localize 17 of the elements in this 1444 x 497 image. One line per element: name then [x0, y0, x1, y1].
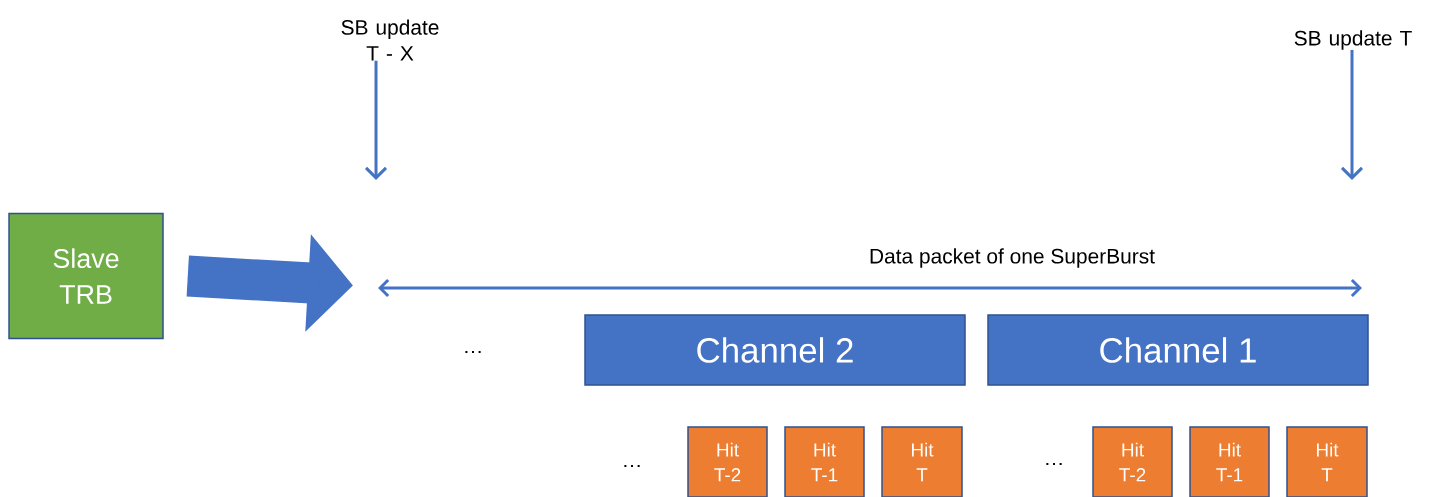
dimension-label: Data packet of one SuperBurst: [870, 248, 1155, 268]
channel-box: Channel 1: [987, 314, 1369, 386]
hit-box: Hit T-1: [1189, 426, 1270, 497]
hit-box: Hit T-2: [1092, 426, 1173, 497]
hit-box: Hit T: [1286, 426, 1368, 497]
ellipsis: …: [465, 350, 481, 354]
channel-box: Channel 2: [584, 314, 966, 386]
ellipsis: …: [624, 464, 640, 468]
source-box: Slave TRB: [8, 212, 164, 340]
arrow: [364, 60, 388, 180]
arrow: [1340, 49, 1364, 180]
ellipsis: …: [1046, 462, 1062, 466]
hit-box: Hit T: [881, 426, 963, 497]
update-label: SB update T - X: [341, 19, 439, 61]
update-label: SB update T: [1294, 30, 1412, 50]
hit-box: Hit T-2: [687, 426, 768, 497]
hit-box: Hit T-1: [784, 426, 865, 497]
